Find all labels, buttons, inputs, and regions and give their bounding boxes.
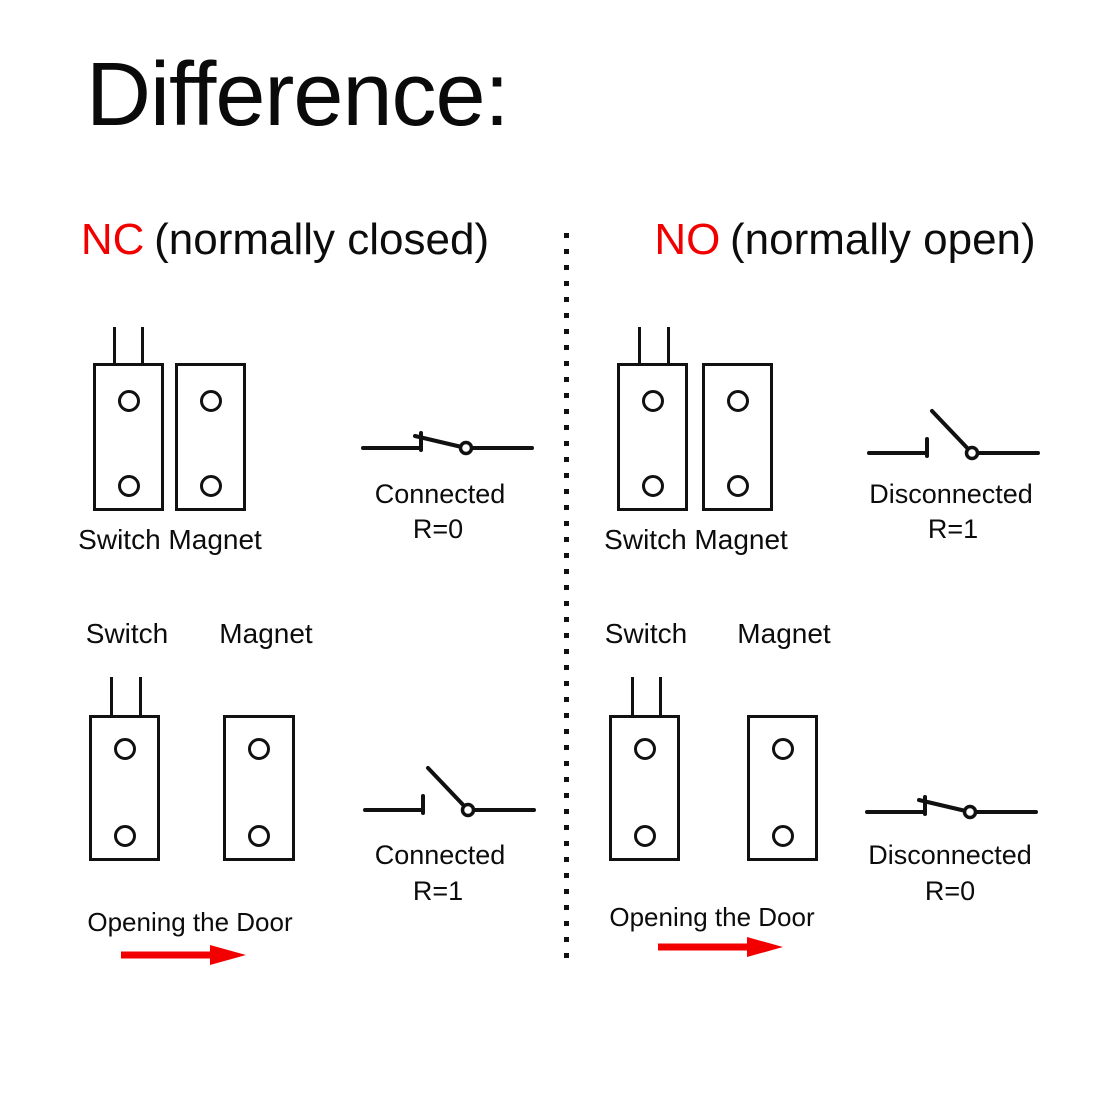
screw-hole [633, 825, 656, 847]
screw-hole [771, 825, 794, 847]
column-divider [564, 233, 569, 965]
screw-hole [726, 475, 749, 497]
screw-hole [641, 475, 664, 497]
screw-hole [726, 390, 749, 412]
resistance-text: R=1 [927, 514, 979, 544]
nc-open-sensor-figure [89, 677, 299, 863]
magnet-plate [747, 715, 818, 861]
closed-circuit-icon [865, 795, 1038, 820]
action-label: Opening the Door [609, 902, 815, 932]
screw-hole [199, 390, 222, 412]
red-arrow-icon [121, 945, 246, 965]
no-heading: NO(normally open) [654, 214, 1035, 267]
open-circuit-icon [867, 409, 1040, 461]
no-open-sensor-figure [609, 677, 821, 863]
action-label: Opening the Door [87, 907, 293, 937]
status-text: Connected [374, 840, 506, 870]
screw-hole [113, 738, 136, 760]
screw-hole [248, 825, 270, 847]
magnet-plate [223, 715, 295, 861]
switch-label: Switch [85, 618, 169, 649]
switch-plate [93, 363, 164, 511]
magnet-plate [175, 363, 246, 511]
switch-lead-wire [659, 677, 662, 717]
switch-lead-wire [139, 677, 142, 717]
screw-hole [113, 825, 136, 847]
status-text: Disconnected [869, 479, 1033, 509]
nc-heading-rest: (normally closed) [154, 215, 490, 264]
status-text: Disconnected [868, 840, 1032, 870]
screw-hole [633, 738, 656, 760]
magnet-label: Magnet [737, 618, 831, 649]
red-arrow-icon [658, 937, 783, 957]
nc-closed-sensor-figure [93, 327, 255, 513]
resistance-text: R=0 [412, 514, 464, 544]
switch-plate [617, 363, 688, 511]
page-title: Difference: [86, 45, 510, 145]
switch-plate [89, 715, 160, 861]
open-circuit-icon [363, 766, 536, 818]
screw-hole [771, 738, 794, 760]
no-abbr: NO [654, 215, 721, 264]
screw-hole [641, 390, 664, 412]
switch-lead-wire [141, 327, 144, 365]
no-heading-rest: (normally open) [729, 215, 1036, 264]
no-closed-sensor-figure [617, 327, 779, 513]
figure-label: Switch Magnet [78, 524, 262, 555]
magnet-label: Magnet [219, 618, 313, 649]
switch-lead-wire [667, 327, 670, 365]
magnet-plate [702, 363, 773, 511]
nc-abbr: NC [80, 215, 145, 264]
switch-lead-wire [631, 677, 634, 717]
figure-label: Switch Magnet [604, 524, 788, 555]
nc-heading: NC(normally closed) [81, 214, 489, 267]
resistance-text: R=0 [924, 876, 976, 906]
switch-lead-wire [110, 677, 113, 717]
switch-lead-wire [638, 327, 641, 365]
screw-hole [248, 738, 270, 760]
switch-plate [609, 715, 680, 861]
screw-hole [117, 475, 140, 497]
screw-hole [117, 390, 140, 412]
resistance-text: R=1 [412, 876, 464, 906]
switch-label: Switch [604, 618, 688, 649]
switch-lead-wire [113, 327, 116, 365]
status-text: Connected [374, 479, 506, 509]
screw-hole [199, 475, 222, 497]
closed-circuit-icon [361, 431, 534, 456]
